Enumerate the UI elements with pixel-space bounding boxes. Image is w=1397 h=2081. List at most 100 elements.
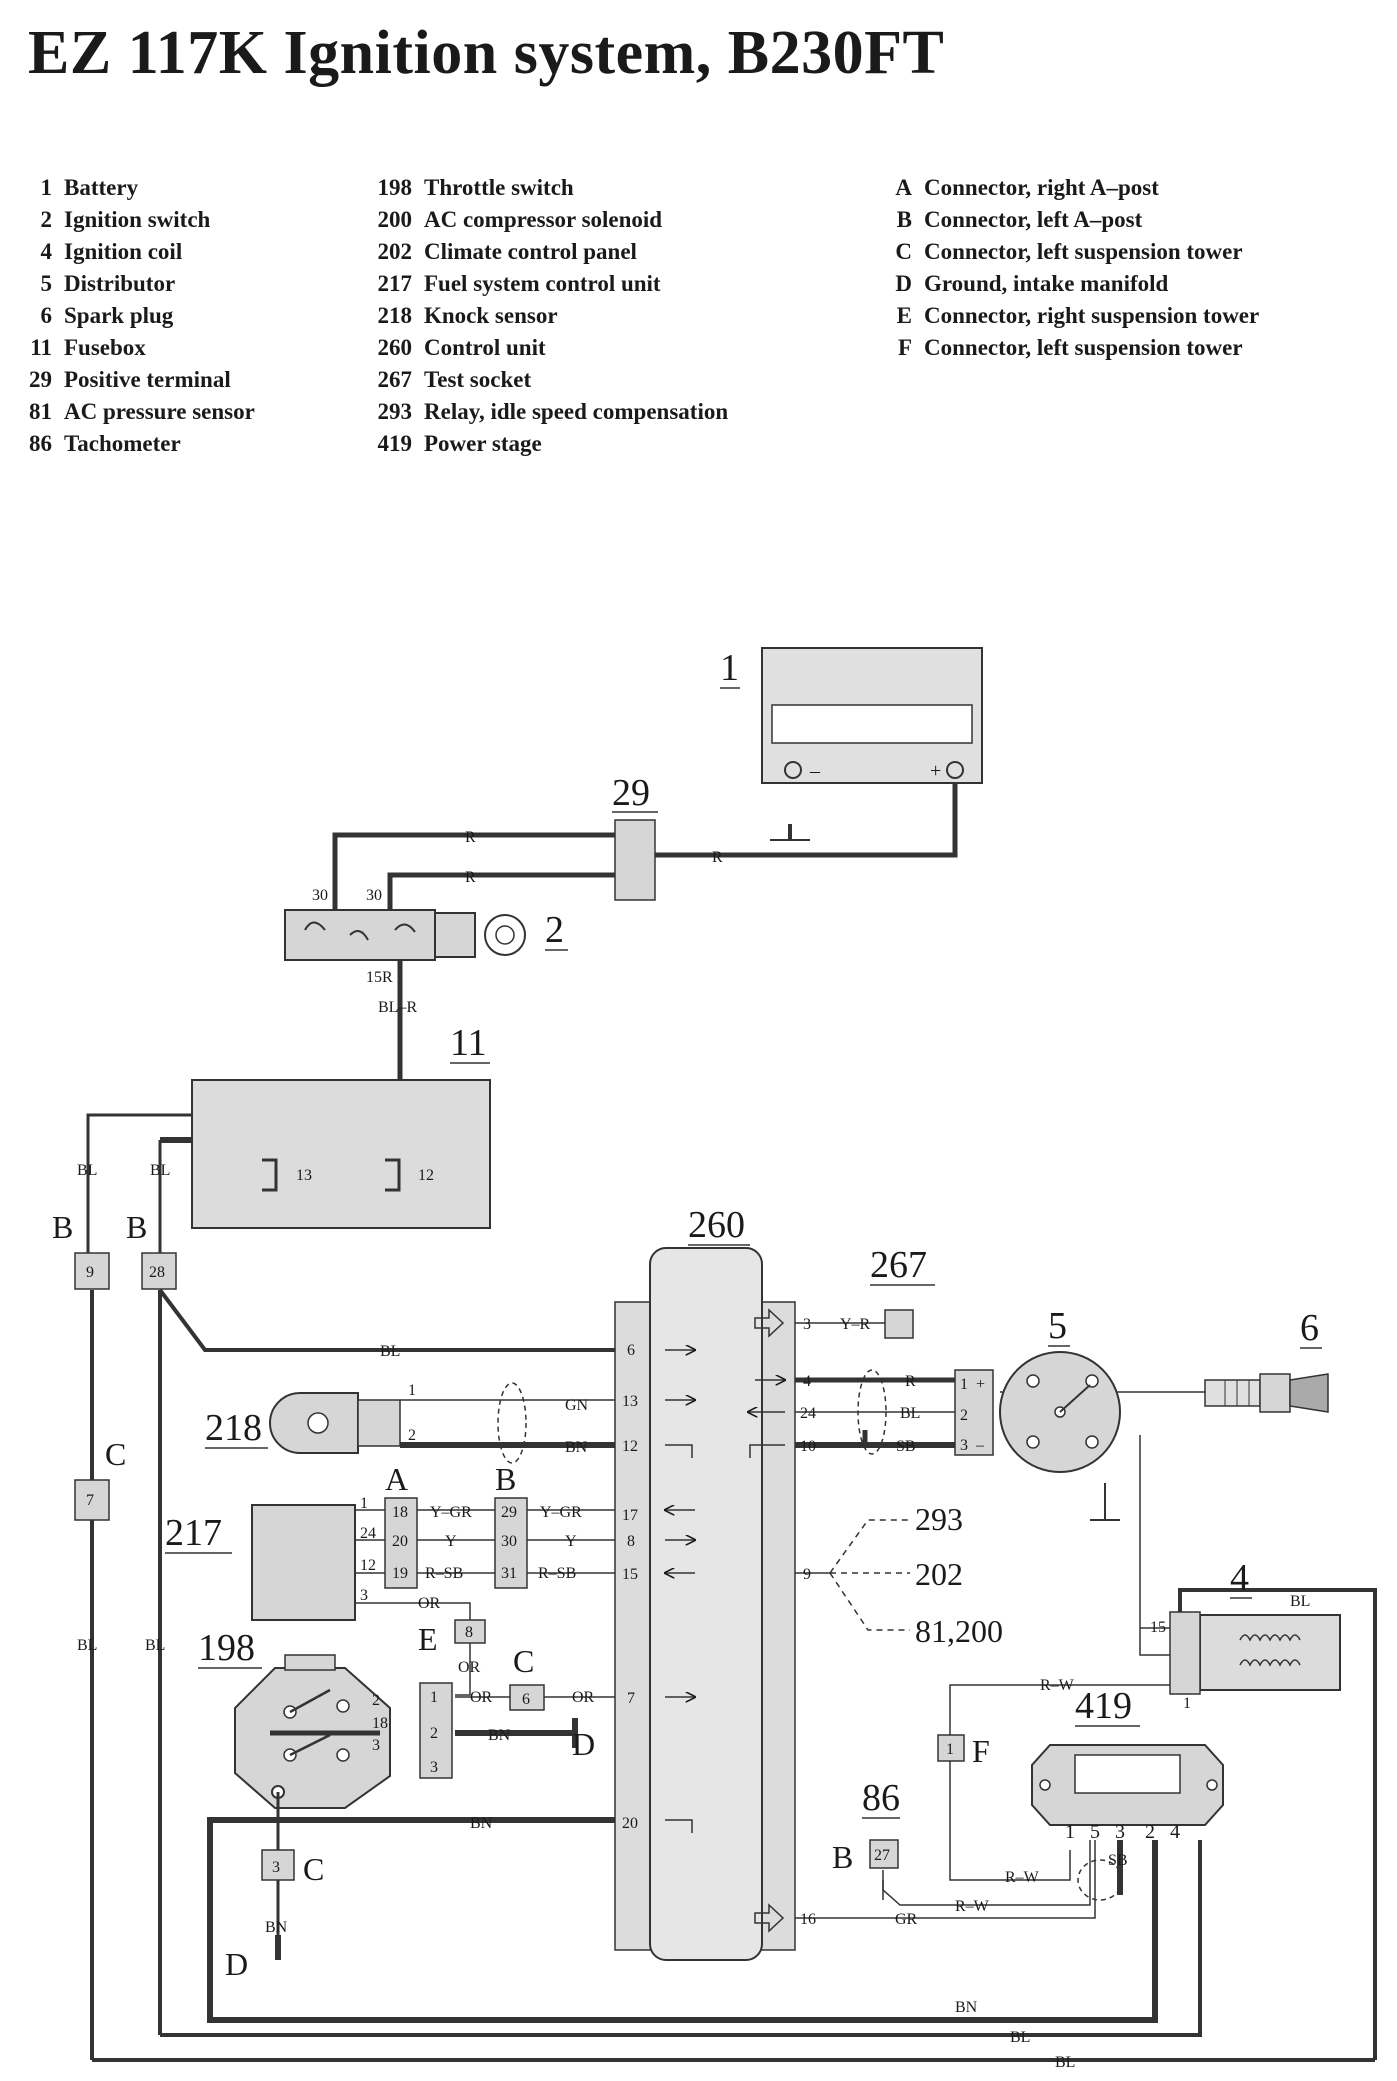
ignition-switch: 30 30 15R BL–R 2 (284, 887, 568, 1016)
legend-number: 86 (29, 431, 52, 456)
conn-f-label: F (972, 1733, 990, 1769)
legend-number: 260 (377, 335, 413, 360)
wire-bl-r: BL–R (378, 999, 417, 1016)
pin-1-f: 1 (946, 1741, 954, 1758)
wire-r-sb-1: R–SB (425, 1565, 463, 1582)
legend-number: 11 (30, 335, 52, 360)
pin-6: 6 (522, 1691, 530, 1708)
fusebox: 13 12 11 (191, 1022, 491, 1229)
legend-label: Distributor (64, 271, 176, 296)
label-293: 293 (915, 1501, 963, 1537)
wire-r-2: R (465, 869, 476, 886)
wire-y-1: Y (445, 1533, 457, 1550)
dist-plus: + (976, 1376, 985, 1393)
label-distributor: 5 (1048, 1305, 1067, 1347)
fc-pin-1: 1 (360, 1495, 368, 1512)
ground-branch: 3 C BN D BN BN BL BL (225, 1785, 1075, 2071)
legend-label: Connector, right A–post (924, 175, 1159, 200)
wire-sb-2: SB (1108, 1852, 1128, 1869)
wire-bl-1: BL (77, 1162, 97, 1179)
legend-label: AC pressure sensor (64, 399, 255, 424)
cu-pin-4: 4 (803, 1373, 811, 1390)
wire-bl-8: BL (1055, 2054, 1075, 2071)
wire-y-gr-1: Y–GR (430, 1504, 472, 1521)
cu-pin-15: 15 (622, 1566, 638, 1583)
battery-minus-label: – (809, 760, 821, 782)
legend-number: 200 (377, 207, 413, 232)
conn-b-left-label: B (52, 1209, 73, 1245)
legend-number: D (895, 271, 912, 296)
ignition-coil: 4 15 1 BL R–W (1040, 1557, 1341, 1712)
dist-minus: – (975, 1437, 985, 1454)
label-81-200: 81,200 (915, 1613, 1003, 1649)
wire-gr: GR (895, 1911, 918, 1928)
positive-terminal: 29 (612, 772, 658, 901)
ts-conn-2: 2 (430, 1725, 438, 1742)
wire-or-2: OR (458, 1659, 481, 1676)
legend-number: C (895, 239, 912, 264)
legend-number: 293 (377, 399, 413, 424)
label-control-unit: 260 (688, 1204, 745, 1246)
label-ignition-coil: 4 (1230, 1557, 1249, 1599)
tachometer: 86 B 27 R–W GR (832, 1777, 990, 1928)
label-battery: 1 (720, 647, 739, 689)
fc-pin-24: 24 (360, 1525, 376, 1542)
wire-bn-2: BN (488, 1727, 511, 1744)
legend-number: 218 (377, 303, 413, 328)
conn-c-left-label: C (105, 1436, 126, 1472)
ks-pin-2: 2 (408, 1427, 416, 1444)
distributor: 1 2 3 + – 5 R BL SB (896, 1305, 1121, 1473)
cu-pin-7: 7 (627, 1690, 635, 1707)
connector-f: 1 F (937, 1733, 990, 1769)
shield-layer (497, 1369, 1123, 1901)
throttle-switch: 2 18 3 198 1 2 3 OR C 6 OR BN D (198, 1627, 595, 1809)
coil-pin-1: 1 (1183, 1695, 1191, 1712)
power-stage: 419 1 5 3 2 4 SB R–W (1005, 1685, 1224, 1886)
conn-b-top-label: B (495, 1461, 516, 1497)
page-title: EZ 117K Ignition system, B230FT (28, 19, 945, 87)
legend-label: AC compressor solenoid (424, 207, 663, 232)
ps-pin-2: 2 (1145, 1821, 1155, 1843)
pin-28: 28 (149, 1264, 165, 1281)
cu-pin-9: 9 (803, 1566, 811, 1583)
test-socket: 267 Y–R (840, 1244, 935, 1339)
spark-plug: 6 (1204, 1307, 1329, 1413)
legend-label: Battery (64, 175, 139, 200)
legend-number: E (896, 303, 912, 328)
legend-label: Ground, intake manifold (924, 271, 1169, 296)
label-fuel-control: 217 (165, 1512, 222, 1554)
dist-pin-3: 3 (960, 1437, 968, 1454)
legend-number: 29 (29, 367, 52, 392)
legend-number: 267 (377, 367, 413, 392)
fuel-control-unit: 1 24 12 3 217 A 18 20 19 B 29 30 31 Y–GR… (165, 1461, 582, 1676)
wire-r-sb-2: R–SB (538, 1565, 576, 1582)
wire-bl-coil: BL (1290, 1593, 1310, 1610)
cu-pin-3: 3 (803, 1316, 811, 1333)
wire-or-1: OR (418, 1595, 441, 1612)
wire-bn-3: BN (265, 1919, 288, 1936)
wire-r-w-2: R–W (1005, 1869, 1040, 1886)
relay-refs: 293 202 81,200 (915, 1501, 1003, 1649)
legend-label: Knock sensor (424, 303, 558, 328)
wire-r-4: R (905, 1373, 916, 1390)
wire-r-3: R (712, 849, 723, 866)
conn-e-label: E (418, 1621, 438, 1657)
label-tachometer: 86 (862, 1777, 900, 1819)
top-wire-labels: R R R (465, 829, 723, 886)
cu-pin-13: 13 (622, 1393, 638, 1410)
wire-y-2: Y (565, 1533, 577, 1550)
